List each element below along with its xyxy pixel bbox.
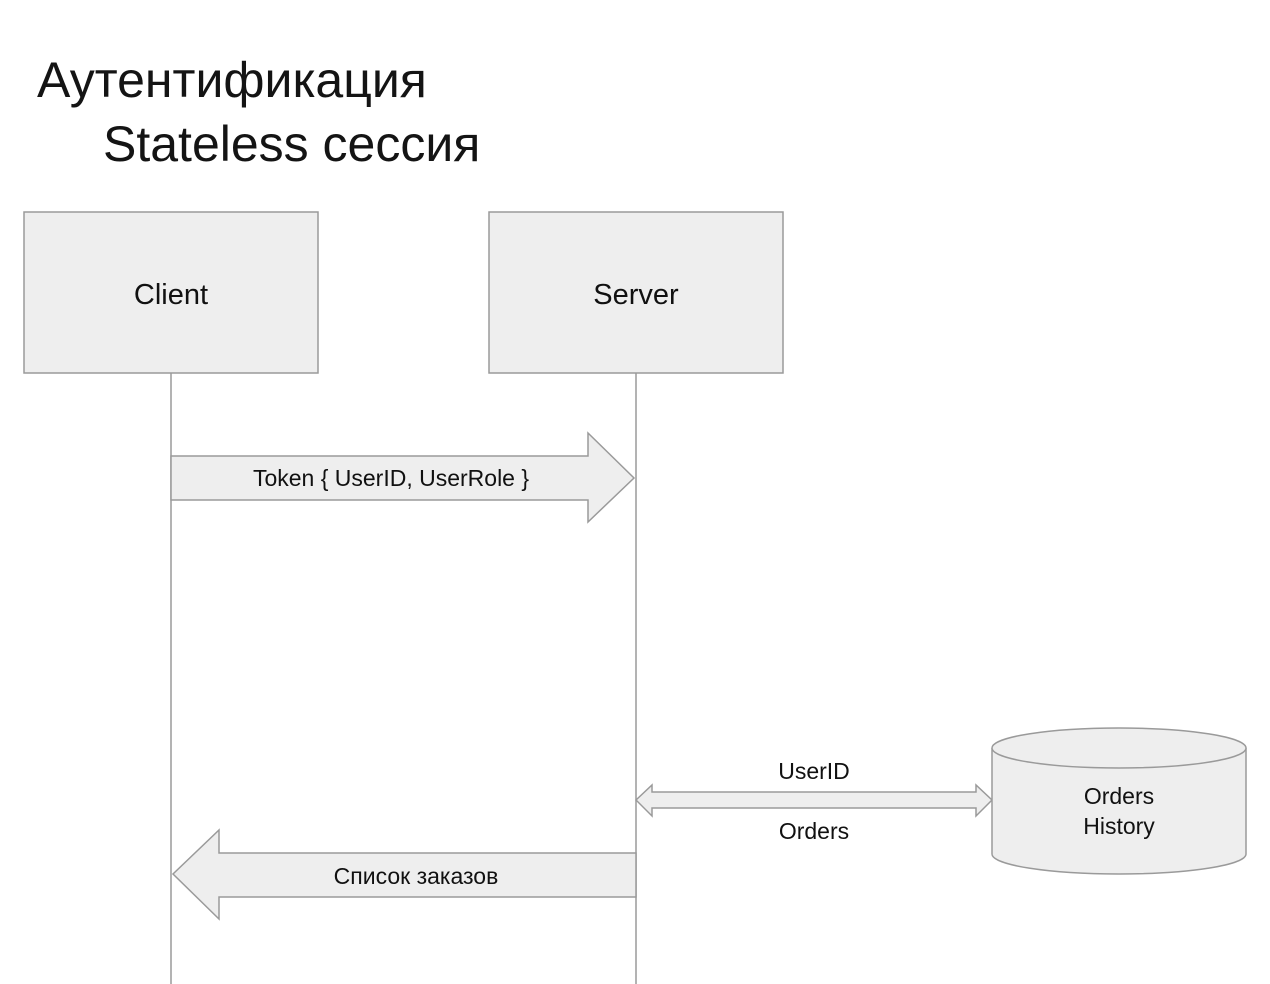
client-box bbox=[23, 211, 319, 374]
slide-subtitle: Stateless сессия bbox=[103, 116, 481, 172]
db-request-label: UserID bbox=[778, 758, 850, 784]
server-box bbox=[488, 211, 784, 374]
orders-list-arrow bbox=[171, 828, 637, 921]
db-exchange: UserID Orders bbox=[634, 758, 994, 844]
server-label: Server bbox=[593, 279, 679, 311]
slide-title: Аутентификация bbox=[37, 52, 427, 108]
server-participant: Server bbox=[488, 211, 784, 374]
orders-list-label: Список заказов bbox=[334, 863, 499, 889]
token-label: Token { UserID, UserRole } bbox=[253, 465, 529, 491]
client-label: Client bbox=[134, 279, 208, 311]
database-label-line-1: Orders bbox=[1084, 783, 1154, 809]
orders-history-database: Orders History bbox=[991, 727, 1247, 875]
token-arrow bbox=[170, 431, 636, 524]
orders-list-message: Список заказов bbox=[171, 828, 637, 921]
database-label-line-2: History bbox=[1083, 813, 1155, 839]
db-response-label: Orders bbox=[779, 818, 849, 844]
database-body bbox=[991, 748, 1247, 875]
db-double-arrow bbox=[634, 783, 994, 818]
database-top bbox=[991, 727, 1247, 769]
token-message: Token { UserID, UserRole } bbox=[170, 431, 636, 524]
client-participant: Client bbox=[23, 211, 319, 374]
